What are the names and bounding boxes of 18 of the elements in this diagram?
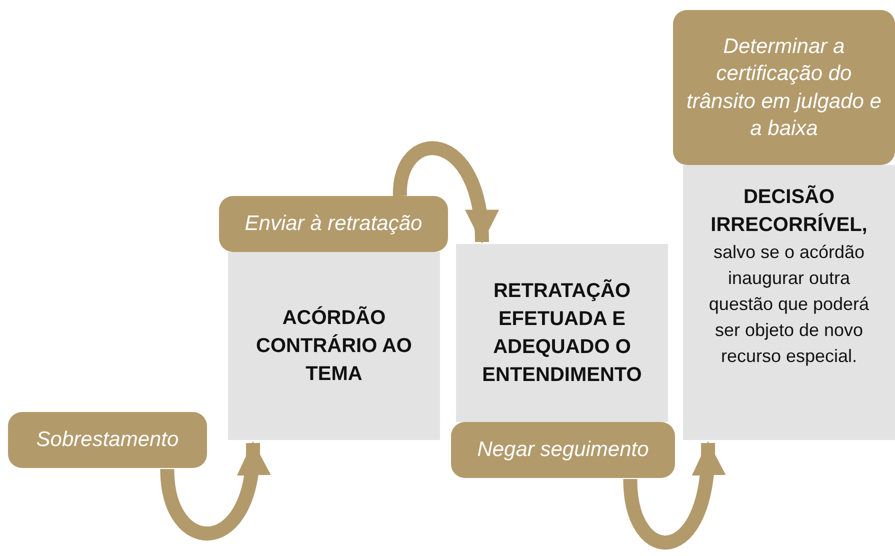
curved-arrow: [623, 441, 724, 550]
process-box: [456, 244, 668, 422]
box-heading: DECISÃO IRRECORRÍVEL,: [710, 184, 868, 238]
pill-text: Sobrestamento: [36, 427, 179, 454]
box-heading: ACÓRDÃO CONTRÁRIO AO TEMA: [255, 305, 413, 387]
curved-arrow: [392, 141, 497, 244]
curved-arrow: [160, 441, 269, 540]
label-pill: [451, 422, 675, 478]
body-text: salvo se o acórdão inaugurar outra questão que poderá ser objeto de novo recurso especial.: [708, 241, 870, 368]
process-box: [683, 165, 895, 440]
box-heading: RETRATAÇÃO EFETUADA E ADEQUADO O ENTENDIMENTO: [481, 278, 643, 388]
label-pill: [219, 196, 448, 252]
process-box: [228, 252, 440, 440]
label-pill: [673, 10, 895, 165]
label-pill: [8, 412, 207, 468]
pill-text: Determinar a certificação do trânsito em julgado e a baixa: [686, 34, 882, 142]
pill-text: Negar seguimento: [477, 437, 649, 464]
pill-text: Enviar à retratação: [244, 211, 422, 238]
